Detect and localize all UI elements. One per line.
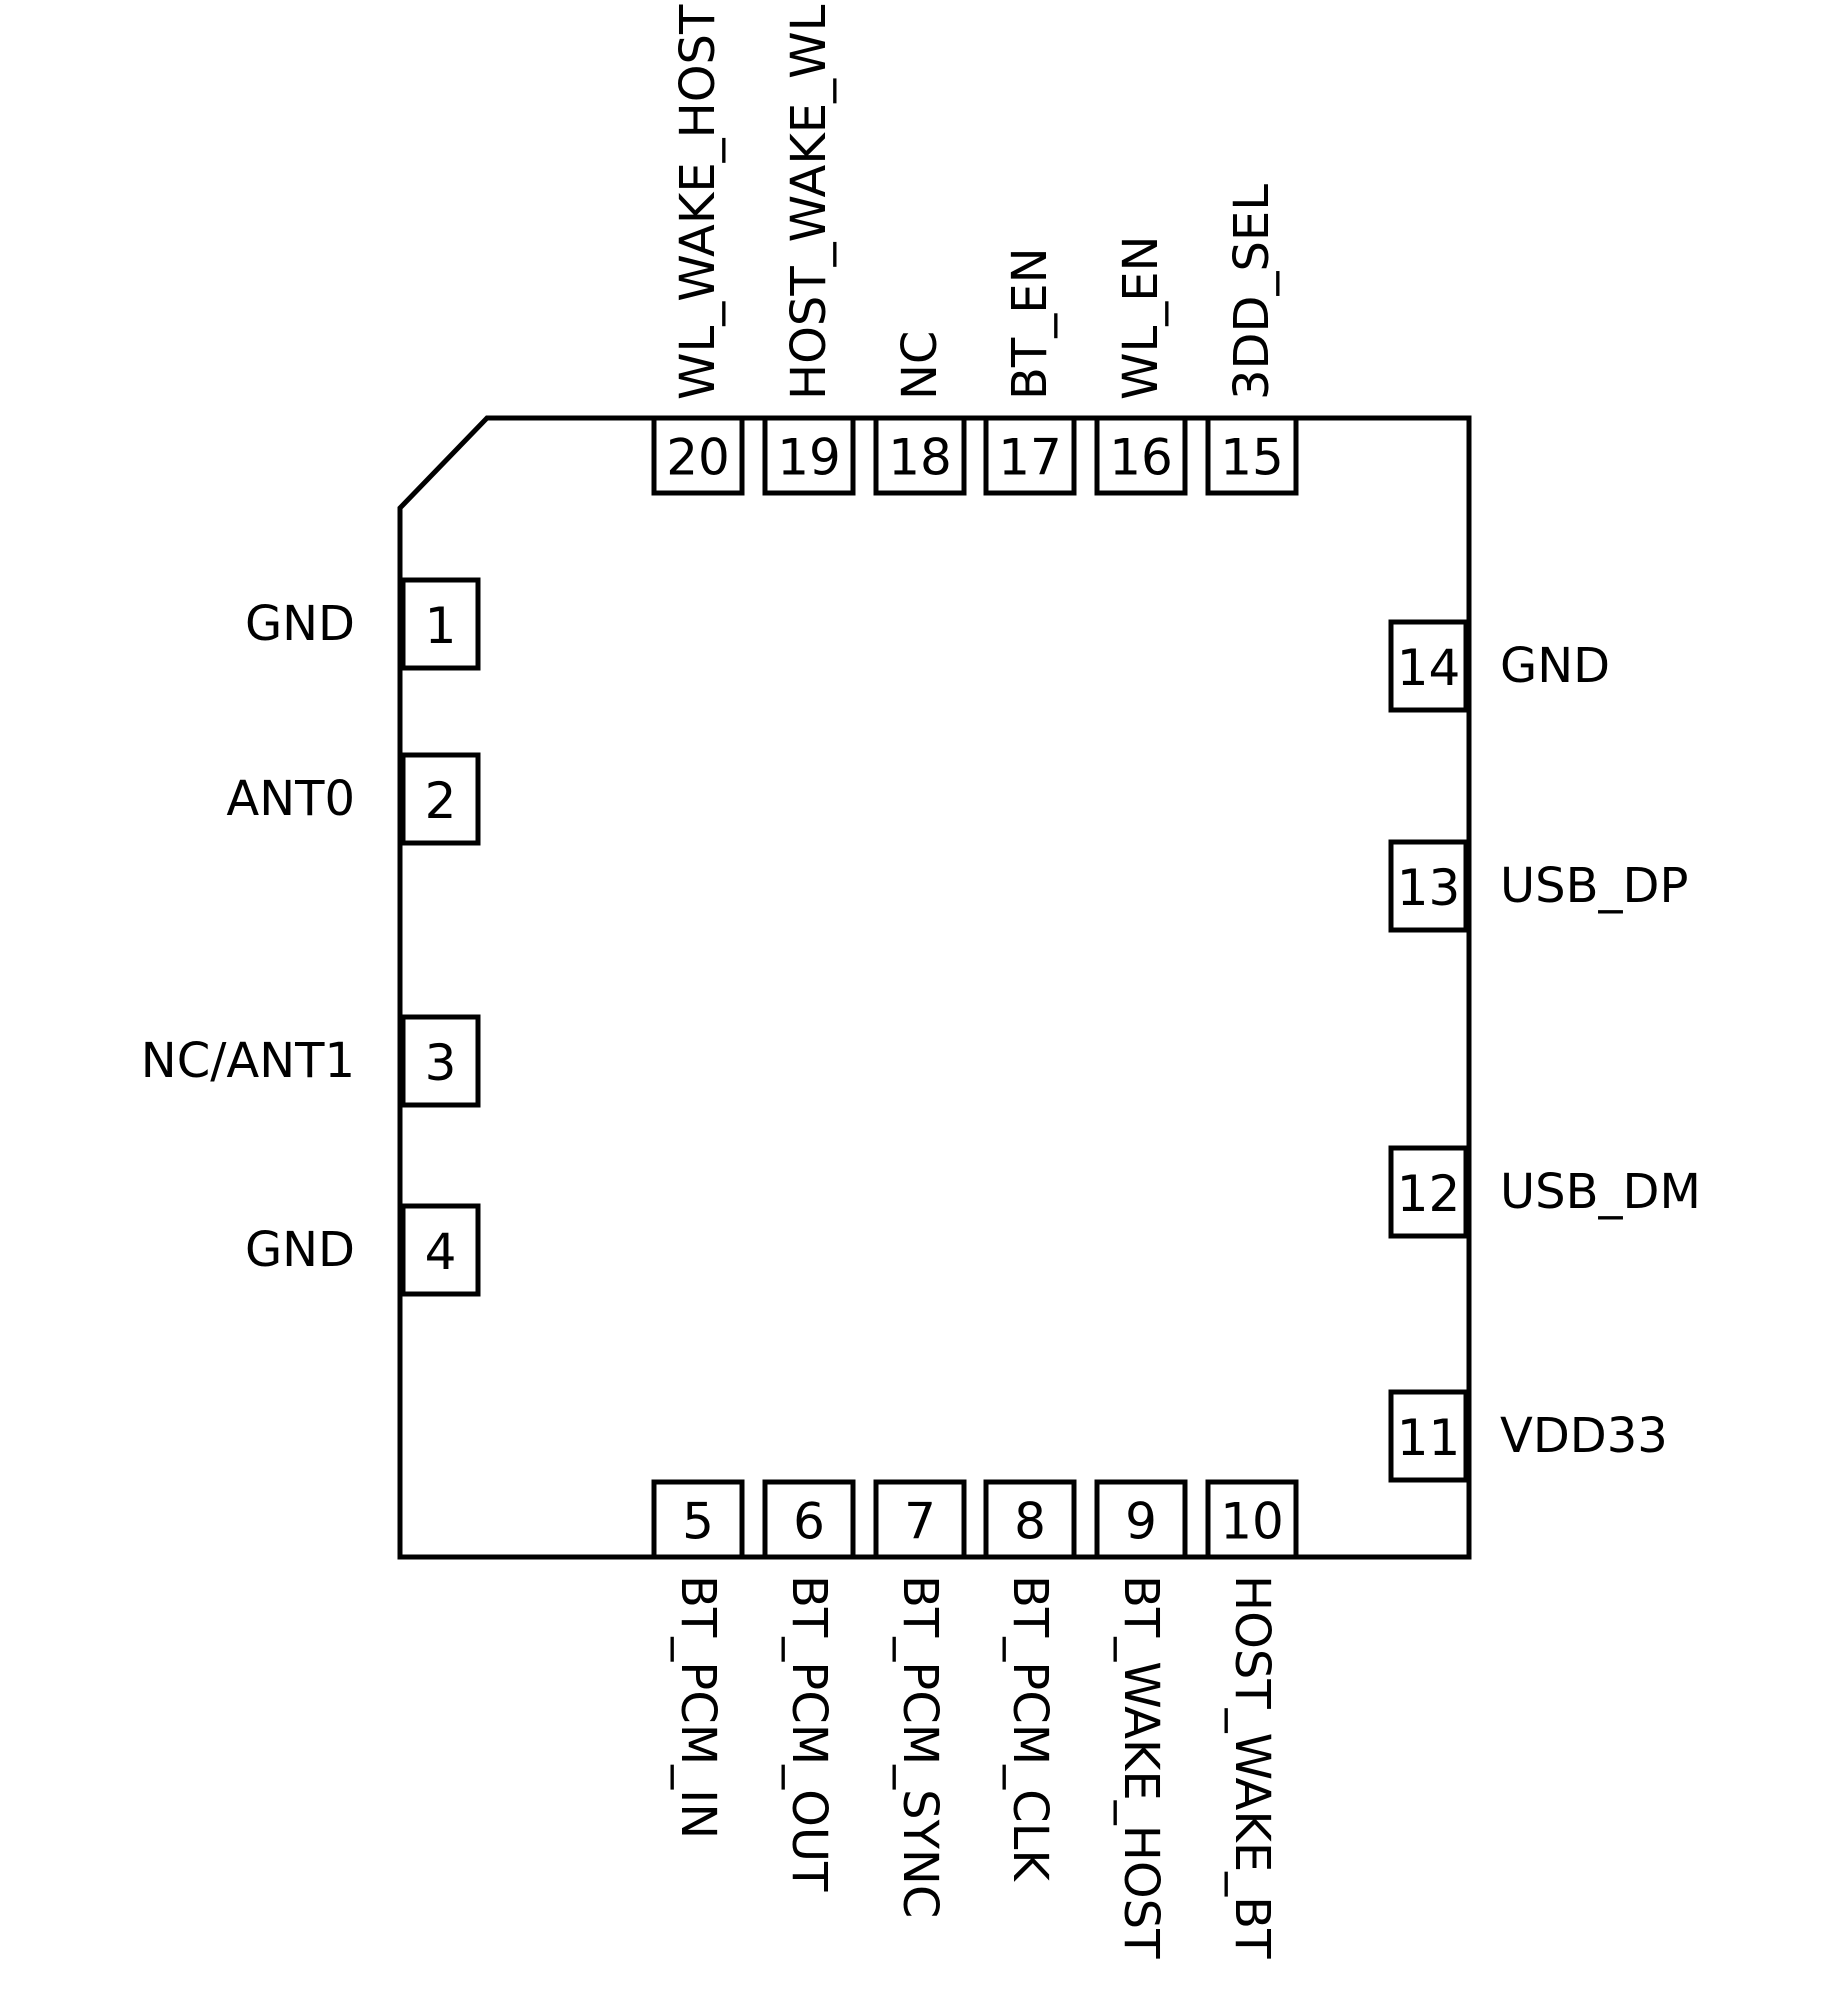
pin-4: 4 GND [245,1203,481,1297]
pin-number: 2 [425,772,457,830]
pin-18: 18 NC [873,331,967,496]
pin-9: 9BT_WAKE_HOST [1094,1479,1188,1959]
pin-8: 8BT_PCM_CLK [983,1479,1077,1882]
pin-number: 14 [1397,639,1461,697]
pin-label: NC/ANT1 [141,1033,355,1089]
pin-12: 12 USB_DM [1388,1145,1701,1239]
pin-2: 2 ANT0 [226,752,481,846]
pin-box [651,415,745,496]
pin-box [400,577,481,671]
pin-14: 14 GND [1388,619,1610,713]
pin-number: 4 [425,1223,457,1281]
pin-box [1205,415,1299,496]
pin-number: 6 [793,1493,825,1551]
pin-number: 17 [998,429,1062,487]
pin-number: 8 [1014,1493,1046,1551]
pin-number: 9 [1125,1493,1157,1551]
pin-label: WL_EN [1113,236,1169,400]
pin-box [1094,1479,1188,1560]
pin-5: 5BT_PCM_IN [651,1479,745,1839]
pin-label: WL_WAKE_HOST [670,4,726,400]
pin-label: BT_PCM_OUT [781,1575,837,1892]
pin-box [983,415,1077,496]
pin-box [873,1479,967,1560]
pin-box [1388,839,1469,933]
pin-label: NC [892,331,948,400]
pin-label: 3DD_SEL [1224,184,1280,400]
pin-7: 7BT_PCM_SYNC [873,1479,967,1918]
pin-number: 15 [1220,429,1284,487]
pins-layer: 1GND2ANT03NC/ANT14GND5BT_PCM_IN6BT_PCM_O… [141,4,1701,1959]
pin-number: 18 [888,429,952,487]
pin-number: 12 [1397,1165,1461,1223]
pin-13: 13 USB_DP [1388,839,1688,933]
pin-box [983,1479,1077,1560]
pin-box [873,415,967,496]
pin-20: 20 WL_WAKE_HOST [651,4,745,496]
pin-15: 15 3DD_SEL [1205,184,1299,496]
pin-number: 11 [1397,1409,1461,1467]
pin-label: USB_DM [1500,1164,1701,1220]
pin-label: USB_DP [1500,858,1688,914]
pin-box [400,1014,481,1108]
pin-label: VDD33 [1500,1408,1668,1464]
pin-number: 7 [904,1493,936,1551]
pin-label: GND [245,596,355,652]
pin-label: GND [245,1222,355,1278]
pin-box [651,1479,745,1560]
pin-label: HOST_WAKE_BT [1224,1575,1280,1959]
pin-box [762,1479,856,1560]
pin-box [1388,619,1469,713]
pin-1: 1 GND [245,577,481,671]
pin-17: 17 BT_EN [983,248,1077,496]
pin-label: BT_WAKE_HOST [1113,1575,1169,1959]
pin-number: 3 [425,1034,457,1092]
pin-number: 19 [777,429,841,487]
pin-box [762,415,856,496]
pin-number: 13 [1397,859,1461,917]
pin-number: 20 [666,429,730,487]
pin-label: ANT0 [226,771,355,827]
pin-11: 11 VDD33 [1388,1389,1668,1483]
pin-box [400,752,481,846]
chip-body-outline [397,415,1472,1560]
pin-number: 5 [682,1493,714,1551]
pin-box [1388,1389,1469,1483]
pin-number: 16 [1109,429,1173,487]
pin-box [400,1203,481,1297]
pin-label: BT_PCM_CLK [1002,1575,1058,1882]
pin-box [1094,415,1188,496]
pin-box [1205,1479,1299,1560]
pin-label: BT_EN [1002,248,1058,400]
pin-box [1388,1145,1469,1239]
pin-16: 16 WL_EN [1094,236,1188,496]
pin-number: 1 [425,597,457,655]
pin-label: HOST_WAKE_WL [781,4,837,400]
pin-19: 19 HOST_WAKE_WL [762,4,856,496]
pin-number: 10 [1220,1493,1284,1551]
pin-label: GND [1500,638,1610,694]
pin-3: 3 NC/ANT1 [141,1014,481,1108]
pin-label: BT_PCM_IN [670,1575,726,1839]
pin-label: BT_PCM_SYNC [892,1575,948,1918]
pin-6: 6BT_PCM_OUT [762,1479,856,1892]
